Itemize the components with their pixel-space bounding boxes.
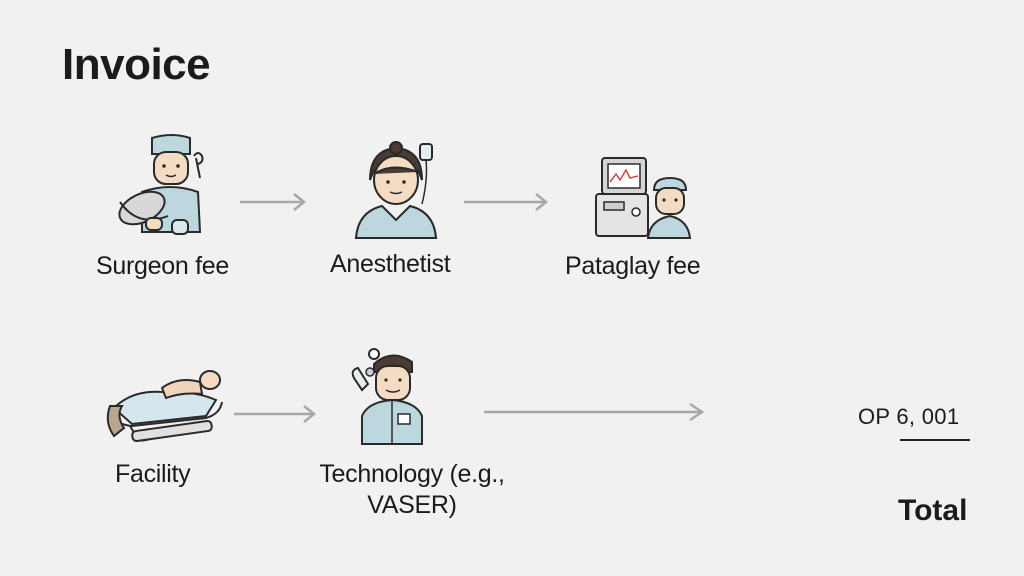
surgeon-fee-label: Surgeon fee xyxy=(96,252,229,280)
pataglay-fee-label: Pataglay fee xyxy=(565,252,701,280)
invoice-title: Invoice xyxy=(62,40,211,89)
hospital-bed-icon xyxy=(102,366,226,446)
arrow-1 xyxy=(238,190,308,214)
surgeon-icon xyxy=(108,132,208,242)
technology-label: Technology (e.g., VASER) xyxy=(302,460,522,520)
total-label: Total xyxy=(898,494,968,527)
patient-monitor-icon xyxy=(592,156,692,240)
amount-underline xyxy=(900,439,970,441)
arrow-4 xyxy=(482,400,708,424)
facility-label: Facility xyxy=(115,460,191,488)
total-amount: OP 6, 001 xyxy=(858,404,960,429)
technician-icon xyxy=(346,344,436,446)
arrow-3 xyxy=(232,402,322,426)
anesthetist-label: Anesthetist xyxy=(330,250,451,278)
arrow-2 xyxy=(462,190,552,214)
anesthetist-icon xyxy=(352,140,442,240)
technology-label-line2: VASER) xyxy=(367,491,457,519)
technology-label-line1: Technology (e.g., xyxy=(319,460,505,488)
